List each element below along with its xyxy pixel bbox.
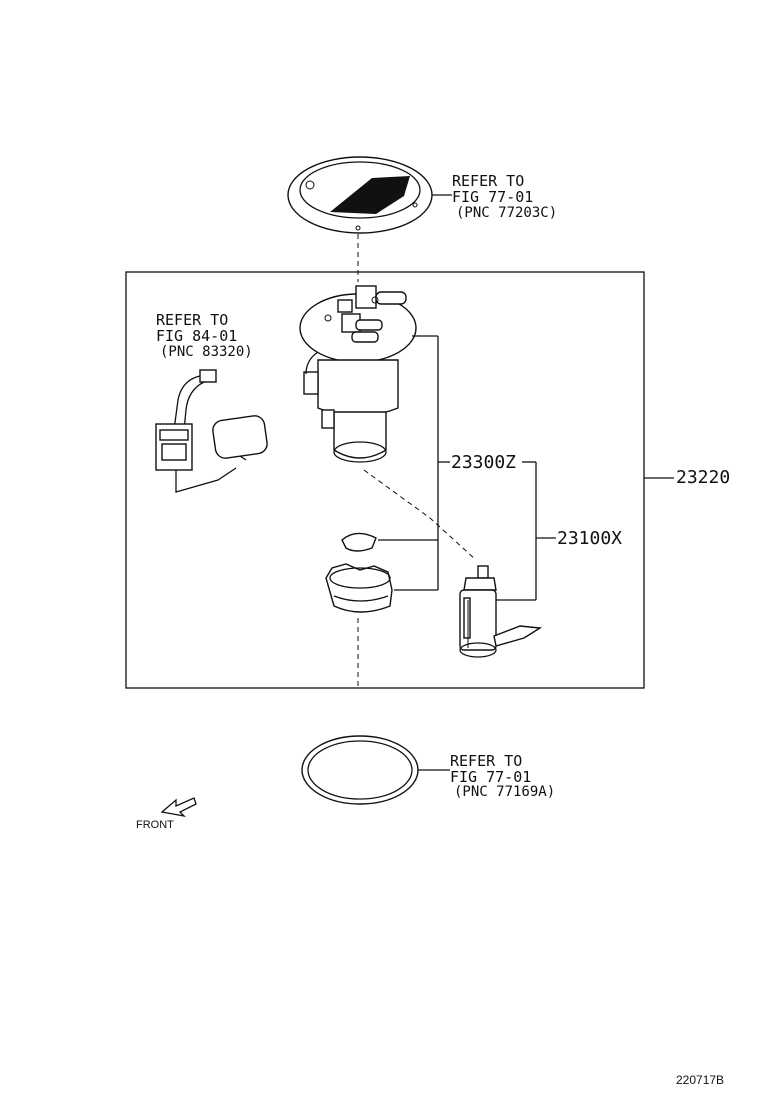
bottom-ring-ref-line2: FIG 77-01 — [450, 768, 531, 786]
part-number-23100x: 23100X — [557, 528, 622, 549]
module-to-pump-path — [363, 469, 477, 561]
part-number-23300z: 23300Z — [451, 452, 516, 473]
top-gasket-part — [287, 156, 433, 234]
top-gasket-ref-line2: FIG 77-01 — [452, 188, 533, 206]
callout-23100x — [496, 461, 556, 601]
part-number-23220: 23220 — [676, 467, 730, 488]
filter-cup-part — [325, 563, 393, 613]
front-arrow-icon — [160, 797, 197, 818]
sender-ref-line3: (PNC 83320) — [160, 344, 253, 360]
retainer-clip-part — [341, 532, 377, 552]
fuel-pump-part — [459, 565, 543, 658]
bottom-ring-ref-line3: (PNC 77169A) — [454, 784, 555, 800]
top-gasket-ref-line1: REFER TO — [452, 172, 524, 190]
bottom-ring-ref-line1: REFER TO — [450, 752, 522, 770]
sender-ref-line1: REFER TO — [156, 311, 228, 329]
top-gasket-ref-line3: (PNC 77203C) — [456, 205, 557, 221]
callout-23300z — [378, 335, 450, 591]
figure-id: 220717B — [676, 1073, 724, 1087]
bottom-ring-seal-part — [301, 735, 419, 805]
front-label: FRONT — [136, 819, 174, 831]
sender-ref-line2: FIG 84-01 — [156, 327, 237, 345]
pump-module-part — [299, 285, 417, 463]
sender-gauge-part — [155, 369, 268, 493]
assembly-box — [125, 271, 645, 689]
